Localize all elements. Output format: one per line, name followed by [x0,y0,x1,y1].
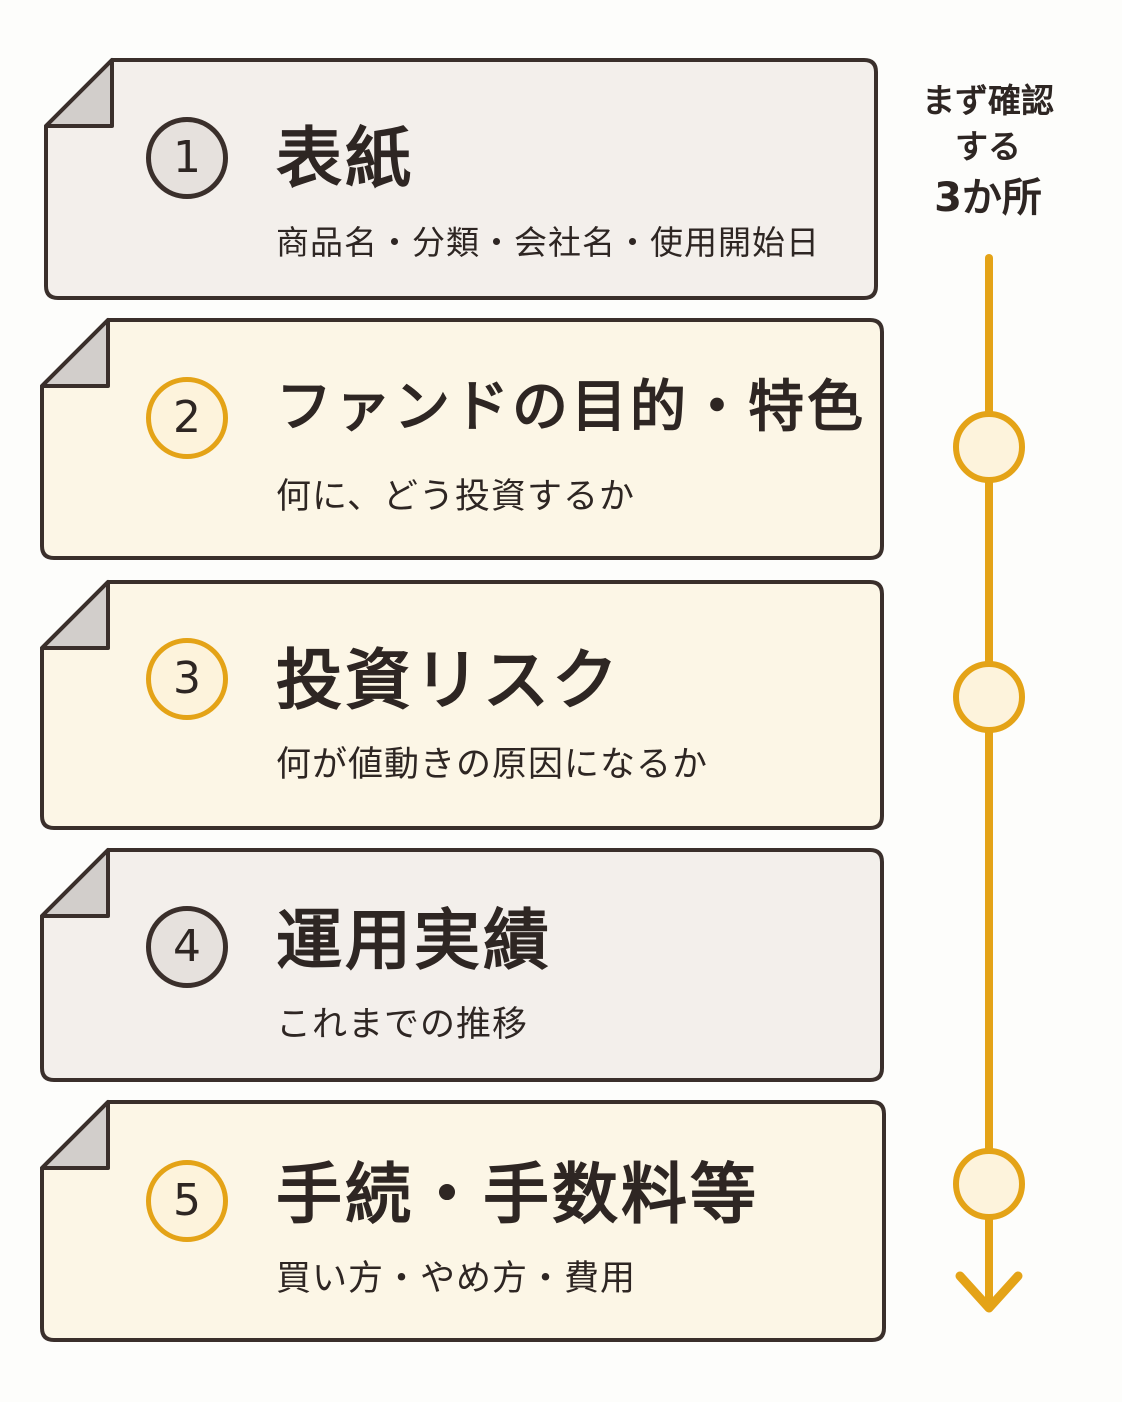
card-3-shape [40,580,884,830]
card-5-title: 手続・手数料等 [276,1156,759,1233]
card-4-folded-corner [40,848,110,918]
card-4-number-badge: 4 [146,906,228,988]
card-5-shape [40,1100,886,1342]
card-2-subtitle: 何に、どう投資するか [276,477,635,517]
card-1-number-badge: 1 [146,117,228,199]
side-label-line-1: まず確認 [922,81,1054,120]
card-2-shape [40,318,884,560]
card-2-folded-corner [40,318,110,388]
side-label-line-2: する [955,127,1021,166]
card-3-folded-corner [40,580,110,650]
card-2-number-badge: 2 [146,377,228,459]
card-1-subtitle: 商品名・分類・会社名・使用開始日 [276,223,820,262]
card-4-shape [40,848,884,1082]
card-3-subtitle: 何が値動きの原因になるか [276,745,709,785]
card-1-shape [44,58,878,300]
card-5-number-badge: 5 [146,1160,228,1242]
card-2-title: ファンドの目的・特色 [276,375,866,440]
card-1-title: 表紙 [276,120,414,197]
card-3-title: 投資リスク [276,642,621,719]
flow-marker-5 [953,1148,1025,1220]
side-label: まず確認 する 3か所 [900,78,1076,226]
side-label-line-3: 3か所 [934,175,1042,221]
card-3-number-badge: 3 [146,638,228,720]
card-1-folded-corner [44,58,114,128]
card-4-title: 運用実績 [276,902,552,979]
card-4-subtitle: これまでの推移 [276,1005,529,1045]
card-5-folded-corner [40,1100,110,1170]
flow-marker-2 [953,411,1025,483]
flow-marker-3 [953,661,1025,733]
arrow-down-icon [955,1271,1023,1313]
card-5-subtitle: 買い方・やめ方・費用 [276,1259,637,1299]
